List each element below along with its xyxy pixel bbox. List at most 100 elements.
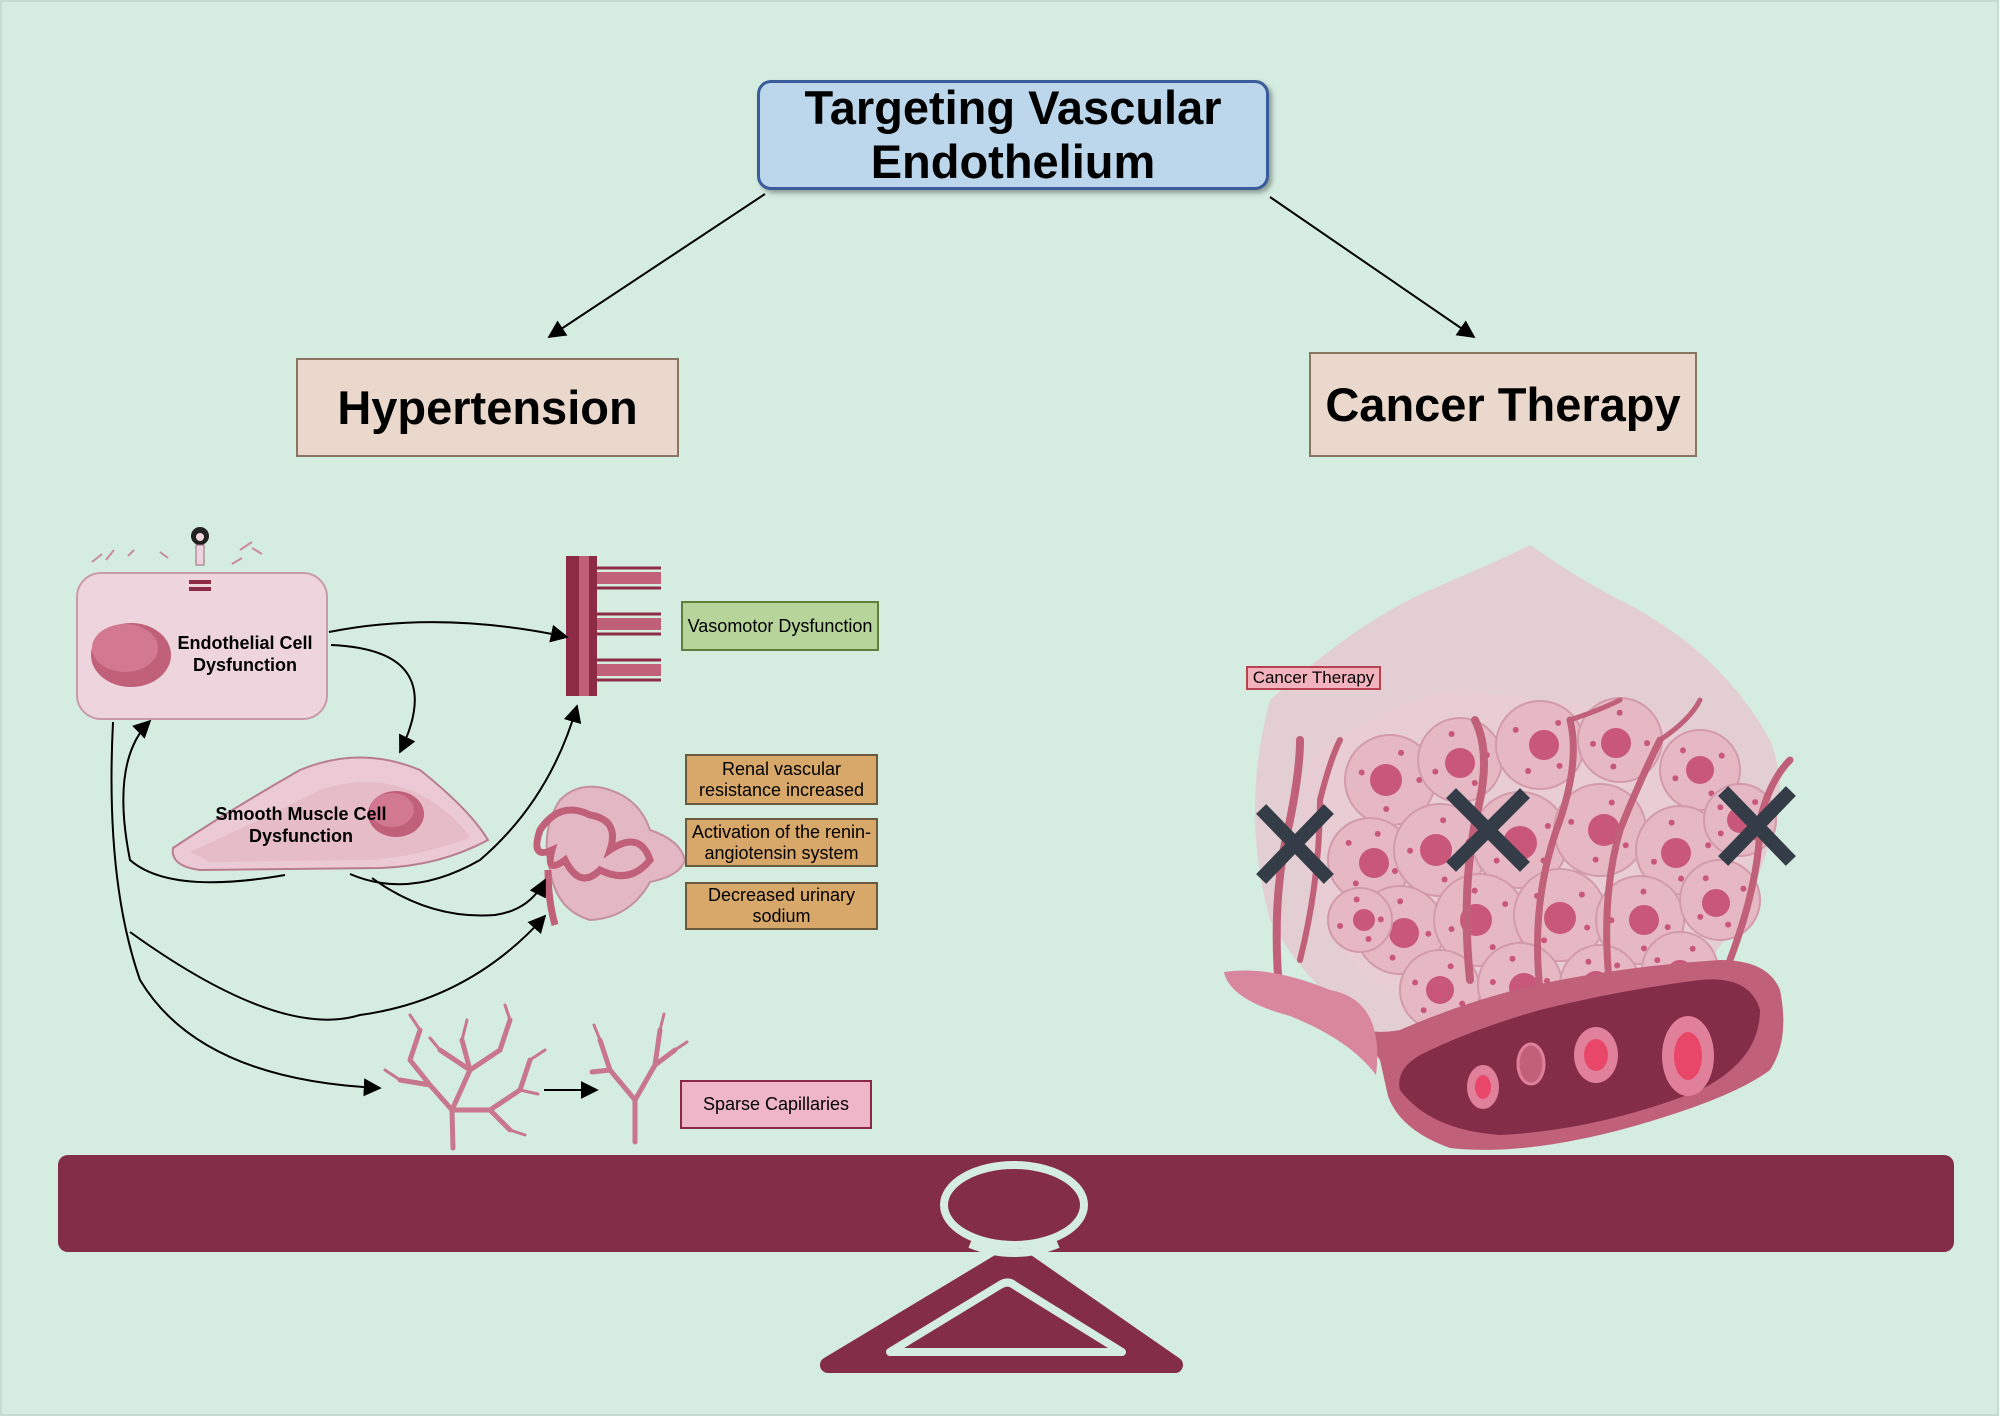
balance-scale-icon — [58, 1155, 1954, 1373]
tumor-cell-granule — [1416, 777, 1423, 783]
tumor-cell-granule — [1614, 962, 1621, 969]
tumor-cell-granule — [1654, 957, 1661, 964]
tumor-cell-granule — [1509, 955, 1516, 962]
tumor-cell-granule — [1512, 726, 1519, 733]
tumor-cell-granule — [1555, 719, 1562, 726]
tumor-cell-granule — [1672, 775, 1679, 782]
tumor-cell-granule — [1616, 709, 1623, 716]
tumor-cell-granule — [1702, 875, 1709, 882]
tumor-cell-granule — [1541, 937, 1548, 944]
tumor-cell-granule — [1740, 885, 1747, 892]
tumor-cell-granule — [1337, 922, 1344, 929]
tumor-cell-nucleus — [1370, 764, 1402, 796]
capillary-network-icon — [383, 1003, 547, 1151]
tumor-cell-granule — [1398, 749, 1405, 756]
tumor-cell-granule — [1525, 768, 1532, 775]
tumor-cell-granule — [1697, 913, 1704, 920]
tumor-cell-granule — [1345, 839, 1352, 846]
tumor-cell-granule — [1489, 944, 1496, 951]
tumor-cell-granule — [1389, 954, 1396, 961]
tumor-cell-granule — [1377, 916, 1384, 923]
tumor-cell-granule — [1441, 876, 1448, 883]
diagram-title: Targeting Vascular Endothelium — [757, 80, 1269, 190]
blood-vessel-icon — [1224, 960, 1784, 1150]
tumor-cell-granule — [1640, 888, 1647, 895]
tumor-cell-granule — [1585, 958, 1592, 965]
glomerulus-icon — [533, 785, 687, 926]
tumor-cell-nucleus — [1389, 918, 1419, 948]
tumor-cell-granule — [1374, 830, 1381, 837]
tumor-cell-granule — [1578, 891, 1585, 898]
tumor-cell-granule — [1353, 896, 1360, 903]
tumor-cell-granule — [1752, 799, 1759, 806]
tumor-cell-nucleus — [1601, 728, 1631, 758]
tumor-cell-granule — [1432, 768, 1439, 775]
tumor-cell-granule — [1568, 818, 1575, 825]
tumor-cell-granule — [1447, 963, 1454, 970]
tumor-cell-granule — [1425, 930, 1432, 937]
renal-resistance-label: Renal vascular resistance increased — [685, 754, 878, 805]
tumor-cell-granule — [1352, 880, 1359, 887]
tumor-cell-nucleus — [1359, 848, 1389, 878]
tumor-cell-granule — [1717, 804, 1724, 811]
tumor-cell-nucleus — [1702, 889, 1730, 917]
tumor-cell-granule — [1680, 747, 1687, 754]
tumor-cell-granule — [1584, 924, 1591, 931]
tumor-cell-nucleus — [1353, 909, 1375, 931]
tumor-cell-granule — [1689, 945, 1696, 952]
tumor-cell-granule — [1440, 817, 1447, 824]
endothelial-cell-label: Endothelial Cell Dysfunction — [177, 633, 313, 675]
vasomotor-dysfunction-label: Vasomotor Dysfunction — [681, 601, 879, 651]
tumor-cell-granule — [1608, 799, 1615, 806]
endothelial-cell-icon — [76, 572, 328, 720]
tumor-cell-nucleus — [1588, 814, 1620, 846]
tumor-cell-nucleus — [1529, 730, 1559, 760]
tumor-cell-granule — [1459, 1000, 1466, 1007]
tumor-cell-granule — [1365, 935, 1372, 942]
tumor-cell-granule — [1668, 819, 1675, 826]
tumor-cell-granule — [1412, 979, 1419, 986]
smooth-muscle-cell-icon — [171, 756, 490, 872]
tumor-cell-granule — [1544, 822, 1551, 829]
tumor-cell-granule — [1650, 858, 1657, 865]
tumor-cell-granule — [1640, 945, 1647, 952]
sparse-capillary-icon — [589, 1012, 689, 1145]
tumor-cell-granule — [1489, 979, 1496, 986]
tumor-cell-granule — [1705, 842, 1712, 849]
tumor-cell-granule — [1502, 900, 1509, 907]
sparse-capillaries-label: Sparse Capillaries — [680, 1080, 872, 1129]
tumor-cell-granule — [1664, 924, 1671, 931]
tumor-cell-granule — [1717, 830, 1724, 837]
tumor-cell-nucleus — [1420, 834, 1452, 866]
tumor-cell-granule — [1471, 779, 1478, 786]
block-x-icons — [1256, 786, 1796, 884]
tumor-cell-granule — [1448, 926, 1455, 933]
tumor-cell-granule — [1556, 762, 1563, 769]
tumor-cell-granule — [1397, 898, 1404, 905]
arrow-to-hypertension — [547, 193, 766, 338]
tumor-cell-granule — [1420, 1007, 1427, 1014]
tumor-cell-nucleus — [1629, 905, 1659, 935]
tumor-cell-granule — [1383, 806, 1390, 813]
arrow-to-cancer-therapy — [1269, 196, 1476, 339]
tumor-cell-granule — [1592, 856, 1599, 863]
tumor-cell-granule — [1448, 731, 1455, 738]
urinary-sodium-label: Decreased urinary sodium — [685, 882, 878, 930]
tumor-cell-granule — [1678, 875, 1685, 882]
tumor-cell-nucleus — [1686, 756, 1714, 784]
tumor-cell-nucleus — [1544, 902, 1576, 934]
tumor-cell-granule — [1622, 842, 1629, 849]
hypertension-box: Hypertension — [296, 358, 679, 457]
tumor-cell-nucleus — [1661, 838, 1691, 868]
tumor-cell-granule — [1725, 921, 1732, 928]
tumor-cell-granule — [1358, 769, 1365, 776]
tumor-cell-granule — [1589, 740, 1596, 747]
tumor-cell-granule — [1610, 763, 1617, 770]
tumor-cell-nucleus — [1426, 976, 1454, 1004]
tumor-cell-nucleus — [1445, 748, 1475, 778]
cancer-therapy-box: Cancer Therapy — [1309, 352, 1697, 457]
tumor-cell-granule — [1644, 740, 1651, 747]
raas-activation-label: Activation of the renin-angiotensin syst… — [685, 818, 878, 867]
